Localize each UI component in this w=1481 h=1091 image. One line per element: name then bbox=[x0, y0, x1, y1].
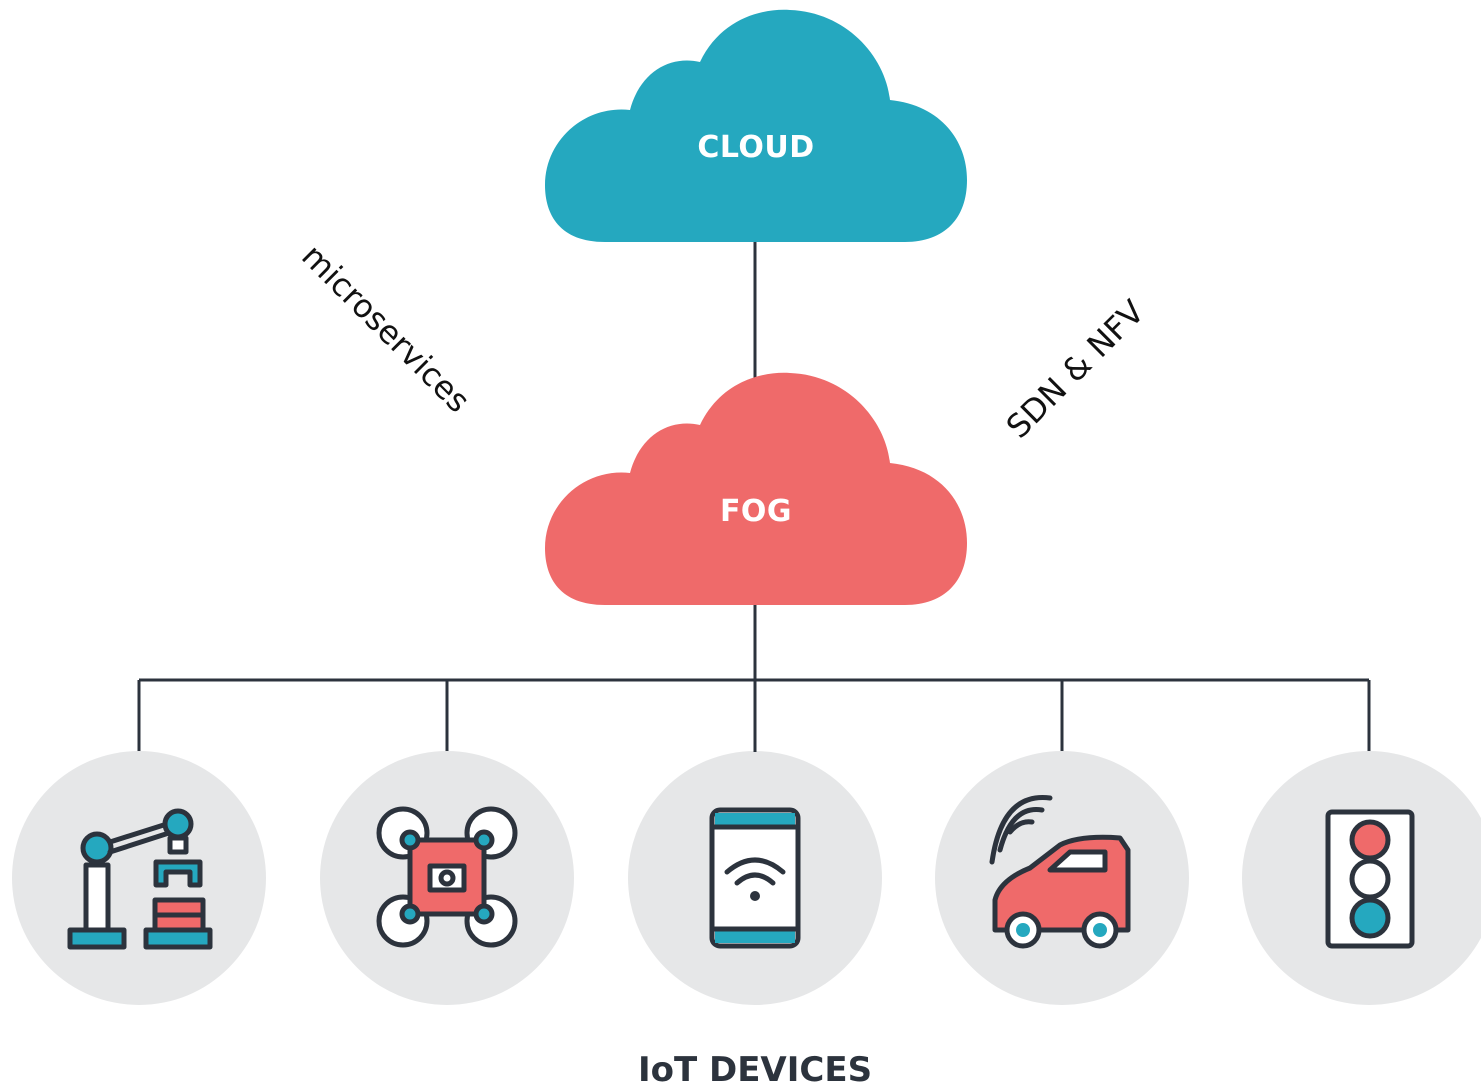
fog-node: FOG bbox=[545, 372, 967, 605]
drone-camera-icon bbox=[376, 806, 518, 948]
cloud-node: CLOUD bbox=[545, 9, 967, 242]
connected-car-icon bbox=[989, 795, 1131, 949]
robotic-arm-icon bbox=[67, 808, 213, 950]
microservices-annotation: microservices bbox=[294, 237, 477, 420]
traffic-light-icon bbox=[1325, 809, 1415, 949]
fog-label: FOG bbox=[720, 494, 792, 529]
fog-shape bbox=[545, 372, 967, 605]
iot-devices-title: IoT DEVICES bbox=[638, 1050, 872, 1090]
cloud-shape bbox=[545, 9, 967, 242]
sdn-nfv-annotation: SDN & NFV bbox=[999, 293, 1152, 446]
cloud-label: CLOUD bbox=[697, 130, 814, 165]
smartphone-wifi-icon bbox=[709, 807, 801, 949]
device-circle-1 bbox=[12, 751, 266, 1005]
